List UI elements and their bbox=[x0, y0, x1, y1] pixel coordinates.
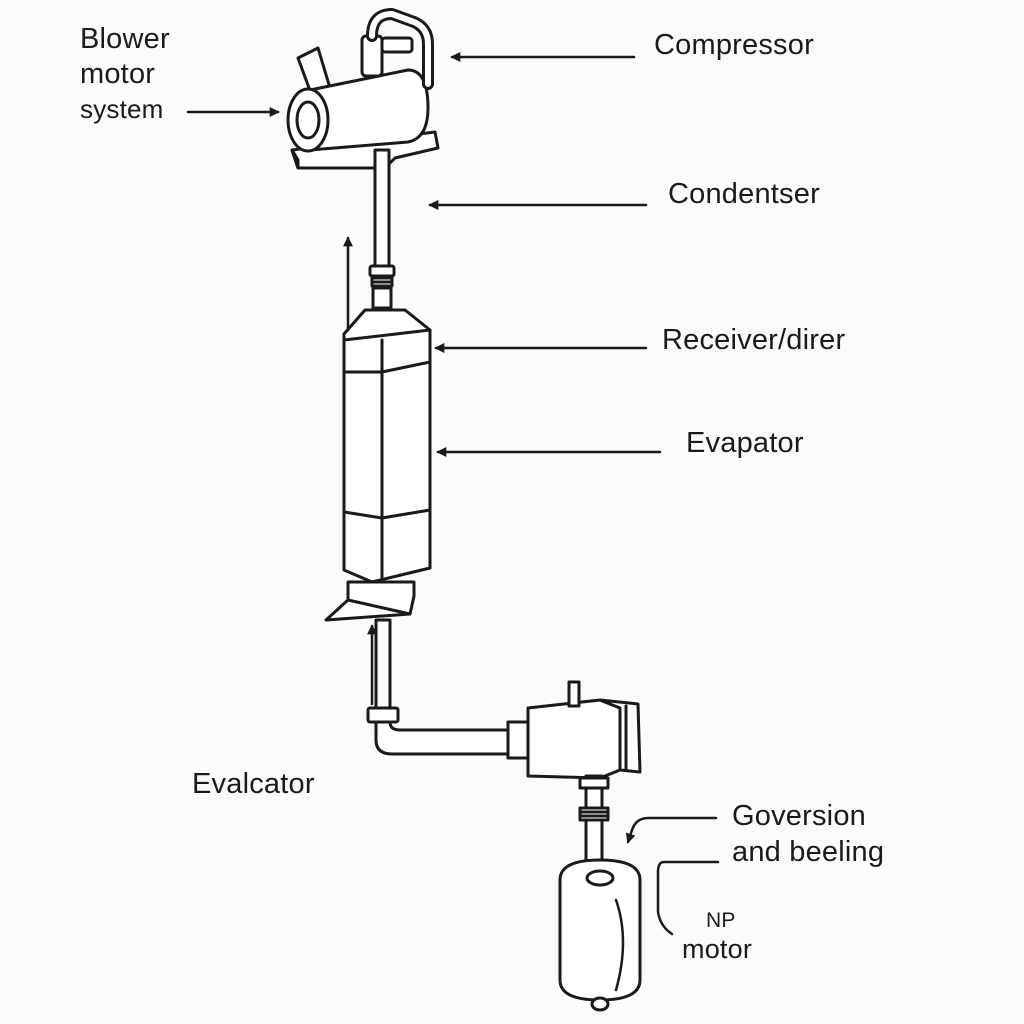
goversion-label: Goversion and beeling bbox=[732, 798, 884, 871]
receiver-drier-body bbox=[324, 308, 432, 622]
blower-label-line1: Blower bbox=[80, 23, 170, 55]
np-motor-leader bbox=[656, 860, 720, 936]
np-motor-label-line1: NP bbox=[706, 909, 736, 932]
compressor-shape bbox=[286, 8, 440, 170]
evaporator-label: Evapator bbox=[686, 427, 804, 459]
receiver-drier-label: Receiver/direr bbox=[662, 324, 846, 356]
np-motor-label: NP motor bbox=[682, 908, 752, 966]
goversion-label-line2: and beeling bbox=[732, 836, 885, 869]
blower-motor-label: Blower motor system bbox=[80, 22, 170, 125]
blower-label-line3: system bbox=[80, 93, 164, 124]
blower-label-line2: motor bbox=[80, 57, 156, 90]
goversion-label-line1: Goversion bbox=[732, 800, 866, 832]
condenser-line bbox=[368, 148, 396, 310]
evalcator-label: Evalcator bbox=[192, 768, 315, 800]
np-motor-label-line2: motor bbox=[682, 934, 753, 965]
goversion-arrow bbox=[625, 816, 718, 844]
compressor-label: Compressor bbox=[654, 29, 814, 61]
condenser-label: Condentser bbox=[668, 178, 820, 210]
expansion-valve bbox=[506, 680, 642, 864]
evalcator-line bbox=[366, 618, 514, 756]
motor-canister bbox=[558, 858, 642, 1012]
